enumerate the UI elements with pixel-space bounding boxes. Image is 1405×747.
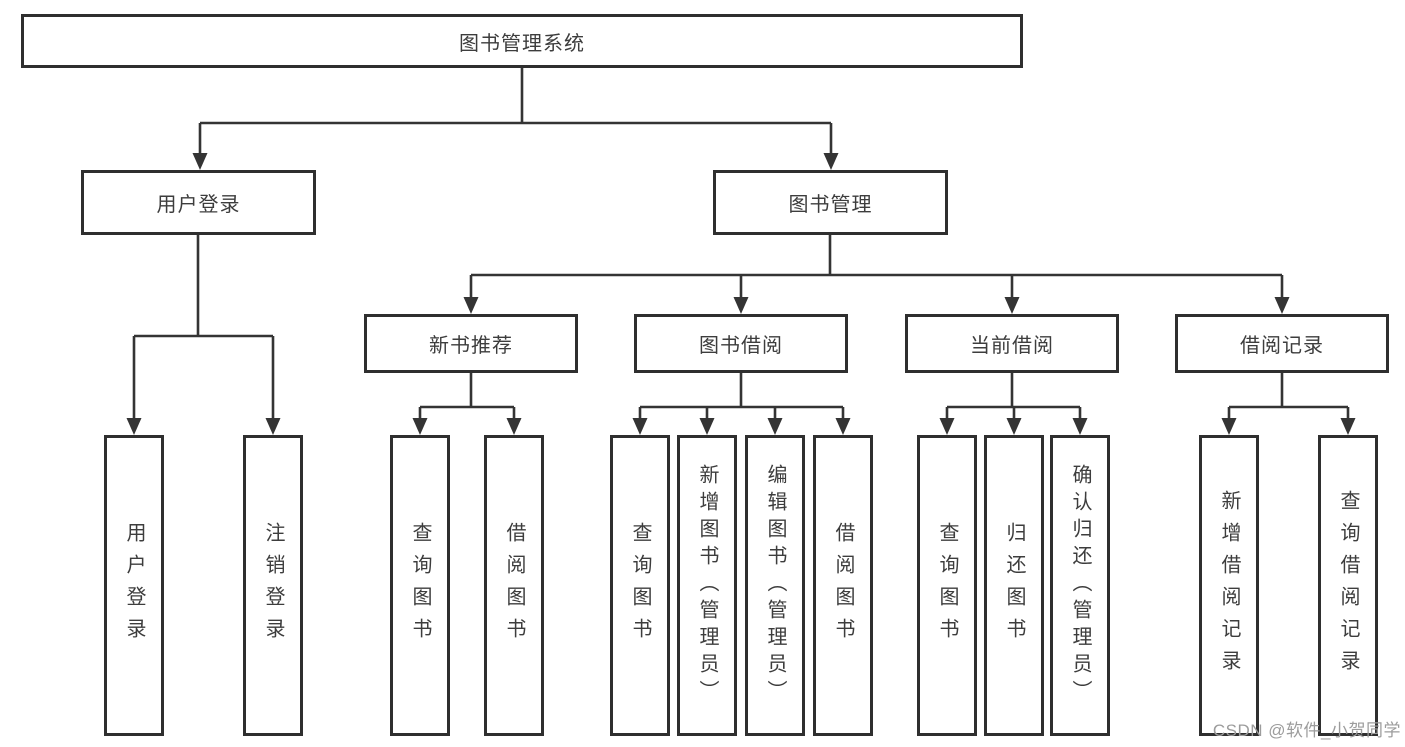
leaf-user-login: 用户登录 [104, 435, 164, 736]
node-borrow-records: 借阅记录 [1175, 314, 1389, 373]
leaf-edit-books-admin: 编辑图书（管理员） [745, 435, 805, 736]
leaf-add-borrow-record: 新增借阅记录 [1199, 435, 1259, 736]
leaf-query-books-borrow: 查询图书 [610, 435, 670, 736]
csdn-watermark: CSDN @软件_小贺同学 [1212, 721, 1401, 740]
node-label: 借阅记录 [1240, 335, 1324, 357]
node-book-management: 图书管理 [713, 170, 948, 235]
leaf-add-books-admin: 新增图书（管理员） [677, 435, 737, 736]
edge-bookmgmt-to-level3 [469, 235, 1284, 301]
node-label: 查询图书 [629, 521, 651, 650]
edge-root-to-level2 [198, 68, 833, 157]
node-label: 注销登录 [262, 521, 284, 650]
node-label: 确认归还（管理员） [1069, 464, 1091, 707]
node-root-system: 图书管理系统 [21, 14, 1023, 68]
node-label: 借阅图书 [832, 521, 854, 650]
leaf-query-borrow-record: 查询借阅记录 [1318, 435, 1378, 736]
node-label: 图书管理 [788, 194, 873, 216]
node-label: 当前借阅 [970, 335, 1054, 357]
edge-newbook-to-leaves [418, 373, 516, 422]
node-label: 图书管理系统 [459, 32, 585, 55]
edge-records-to-leaves [1227, 373, 1350, 422]
edge-current-to-leaves [945, 373, 1082, 422]
arrowheads [126, 153, 1356, 435]
node-current-borrow: 当前借阅 [905, 314, 1119, 373]
node-new-book-recommend: 新书推荐 [364, 314, 578, 373]
node-label: 查询借阅记录 [1337, 489, 1359, 682]
leaf-return-books: 归还图书 [984, 435, 1044, 736]
leaf-borrow-books: 借阅图书 [813, 435, 873, 736]
node-label: 借阅图书 [503, 521, 525, 650]
node-label: 新增图书（管理员） [696, 464, 718, 707]
leaf-query-books-current: 查询图书 [917, 435, 977, 736]
leaf-logout: 注销登录 [243, 435, 303, 736]
node-label: 归还图书 [1003, 521, 1025, 650]
node-book-borrow: 图书借阅 [634, 314, 848, 373]
node-label: 用户登录 [123, 521, 145, 650]
node-label: 查询图书 [409, 521, 431, 650]
node-label: 查询图书 [936, 521, 958, 650]
leaf-borrow-books-recommend: 借阅图书 [484, 435, 544, 736]
node-user-login: 用户登录 [81, 170, 316, 235]
node-label: 图书借阅 [699, 335, 783, 357]
leaf-query-books-recommend: 查询图书 [390, 435, 450, 736]
edge-borrow-to-leaves [638, 373, 845, 422]
node-label: 新书推荐 [429, 335, 513, 357]
node-label: 编辑图书（管理员） [764, 464, 786, 707]
node-label: 新增借阅记录 [1218, 489, 1240, 682]
node-label: 用户登录 [156, 194, 241, 216]
leaf-confirm-return-admin: 确认归还（管理员） [1050, 435, 1110, 736]
edge-login-to-leaves [132, 235, 275, 422]
